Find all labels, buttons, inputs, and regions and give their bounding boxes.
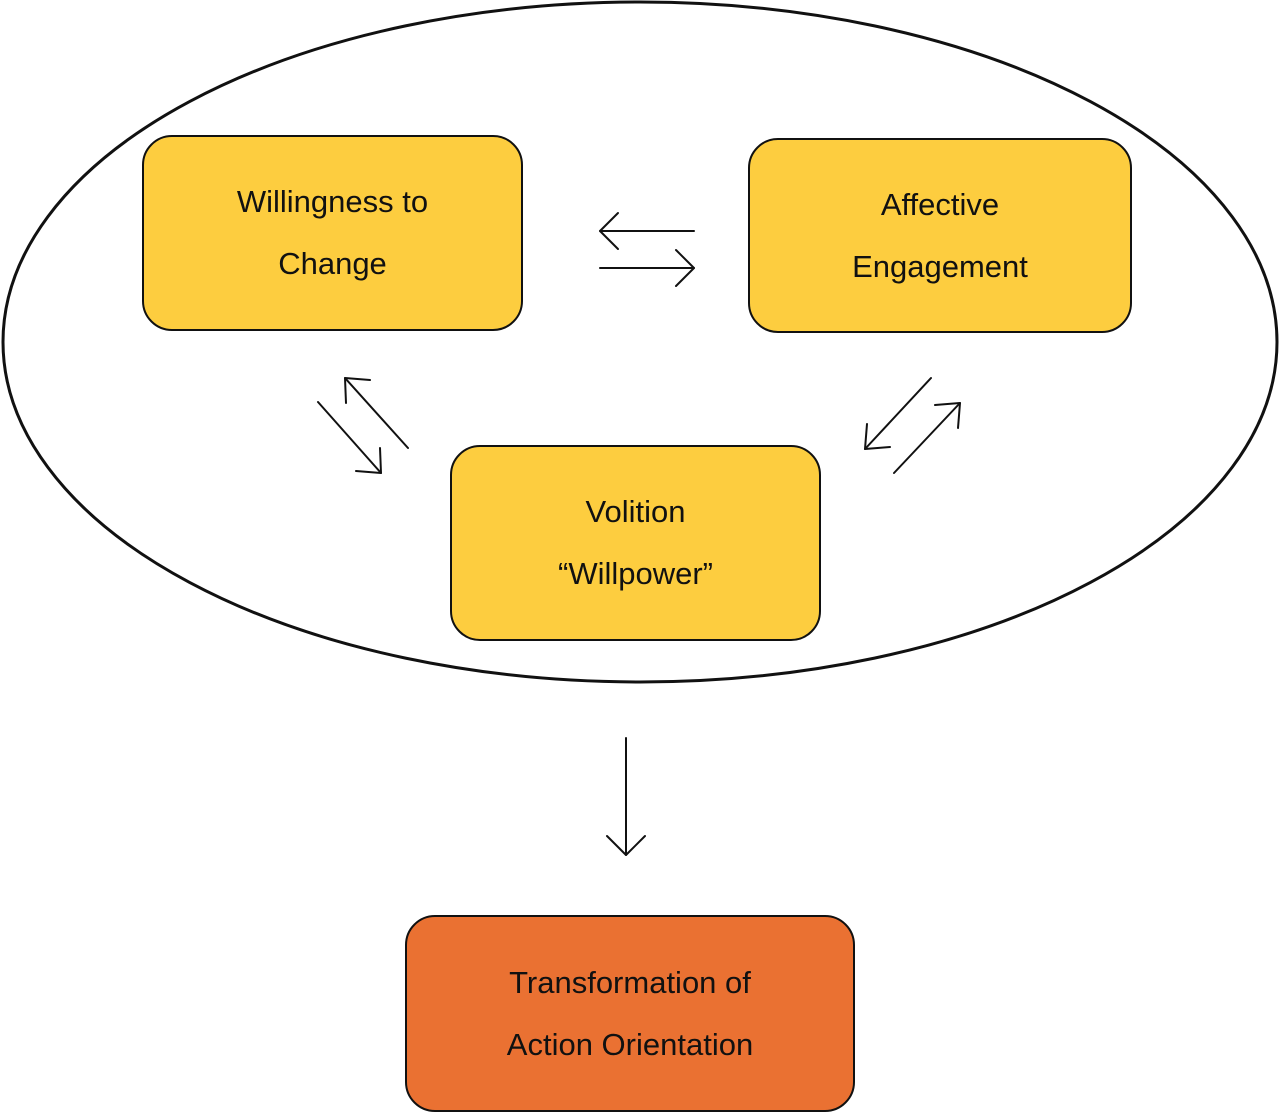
arrow-willingness-to-affective: [599, 249, 695, 287]
node-willingness-line1: Willingness to: [236, 184, 429, 219]
node-volition-line1: Volition: [585, 494, 686, 529]
arrow-volition-to-willingness: [344, 377, 409, 449]
node-willingness-line2: Change: [278, 246, 387, 281]
node-transformation-line1: Transformation of: [509, 964, 751, 1000]
node-volition-willpower: Volition “Willpower”: [450, 445, 821, 641]
arrow-willingness-to-volition: [317, 401, 382, 474]
arrow-volition-to-affective: [893, 402, 961, 474]
arrow-affective-to-willingness: [599, 212, 695, 250]
node-affective-line1: Affective: [880, 186, 1000, 222]
node-transformation-line2: Action Orientation: [506, 1026, 754, 1062]
arrow-affective-to-volition: [864, 377, 932, 450]
node-affective-engagement: Affective Engagement: [748, 138, 1132, 333]
arrow-core-to-transformation: [606, 737, 646, 856]
node-affective-line2: Engagement: [852, 248, 1028, 284]
node-volition-line2: “Willpower”: [558, 556, 713, 591]
node-transformation-of-action-orientation: Transformation of Action Orientation: [405, 915, 855, 1112]
node-willingness-to-change: Willingness to Change: [142, 135, 523, 331]
